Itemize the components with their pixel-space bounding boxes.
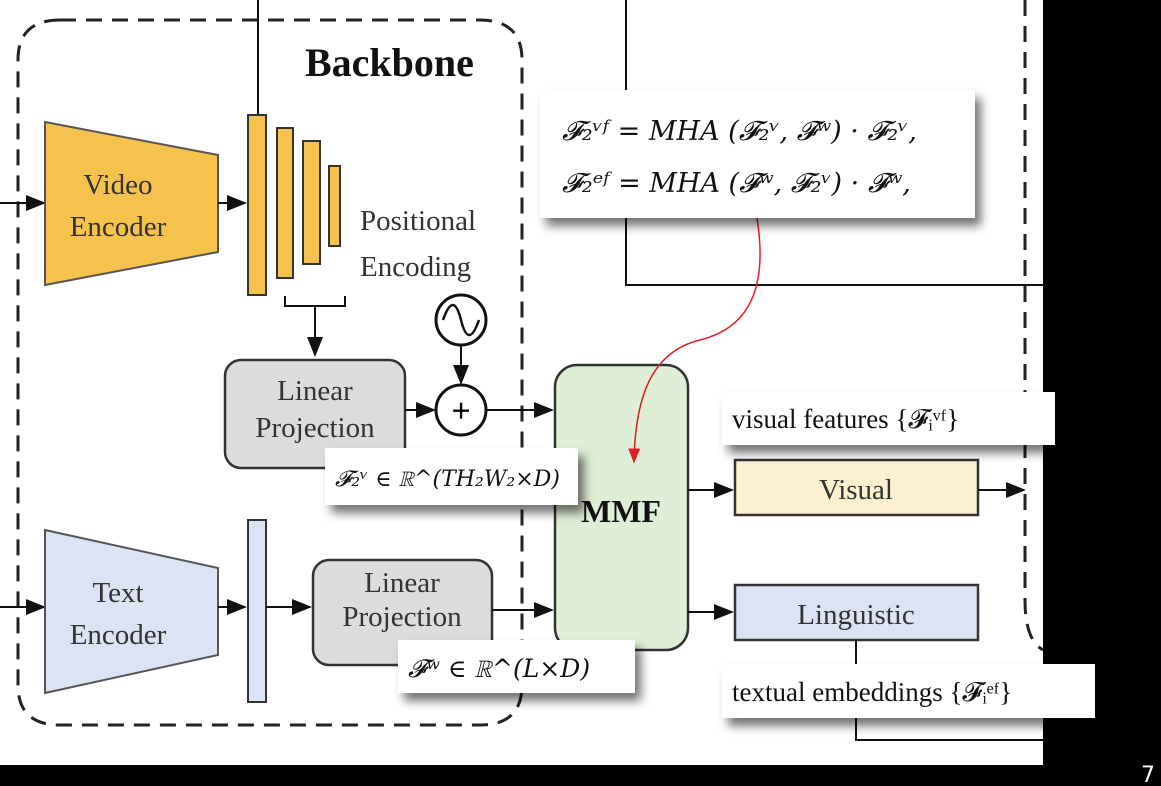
textual-embeddings-box xyxy=(722,664,1095,718)
text-encoder-label: Text xyxy=(92,577,143,609)
linear-projection-label: Projection xyxy=(255,412,375,444)
formula-line-2: 𝓕₂ᵉᶠ = MHA (𝓕ʷ, 𝓕₂ᵛ) · 𝓕ʷ, xyxy=(562,168,911,199)
linear-projection-label: Projection xyxy=(342,601,462,633)
linear-projection-label: Linear xyxy=(277,375,353,407)
outer-dashed-boundary xyxy=(1023,0,1044,652)
video-shape-box xyxy=(325,448,578,505)
red-reference-arrow xyxy=(628,217,761,464)
positional-encoding-label: Positional xyxy=(360,205,476,237)
multiscale-feature-bars xyxy=(247,114,341,296)
text-encoder-label: Encoder xyxy=(70,619,167,651)
visual-box xyxy=(733,458,980,517)
backbone-boundary xyxy=(16,18,524,727)
page-number: 7 xyxy=(1141,763,1155,786)
backbone-title: Backbone xyxy=(305,40,474,85)
video-encoder-label: Video xyxy=(83,169,152,201)
formula-box xyxy=(540,90,975,218)
video-encoder xyxy=(44,120,219,287)
text-feature-shape: 𝓕ʷ ∈ ℝ^(L×D) xyxy=(408,654,590,683)
video-feature-shape: 𝓕₂ᵛ ∈ ℝ^(TH₂W₂×D) xyxy=(335,467,560,492)
positional-encoding-label: Encoding xyxy=(360,251,471,283)
brace-arrow xyxy=(284,296,346,355)
text-encoder xyxy=(44,528,219,695)
linear-projection-top xyxy=(223,358,407,470)
visual-features-label: visual features {𝓕ᵢᵛᶠ} xyxy=(732,404,959,434)
linear-projection-label: Linear xyxy=(364,567,440,599)
textual-embeddings-label: textual embeddings {𝓕ᵢᵉᶠ} xyxy=(732,677,1012,707)
mmf-label: MMF xyxy=(581,493,661,529)
text-shape-box xyxy=(398,640,635,693)
plus-icon xyxy=(434,383,488,437)
video-encoder-label: Encoder xyxy=(70,211,167,243)
linguistic-label: Linguistic xyxy=(797,599,915,631)
formula-line-1: 𝓕₂ᵛᶠ = MHA (𝓕₂ᵛ, 𝓕ʷ) · 𝓕₂ᵛ, xyxy=(562,116,917,147)
plus-symbol: + xyxy=(451,393,470,430)
text-feature-bar xyxy=(247,519,267,703)
sine-wave-icon xyxy=(434,293,488,347)
visual-label: Visual xyxy=(819,474,893,506)
visual-features-box xyxy=(722,392,1055,445)
